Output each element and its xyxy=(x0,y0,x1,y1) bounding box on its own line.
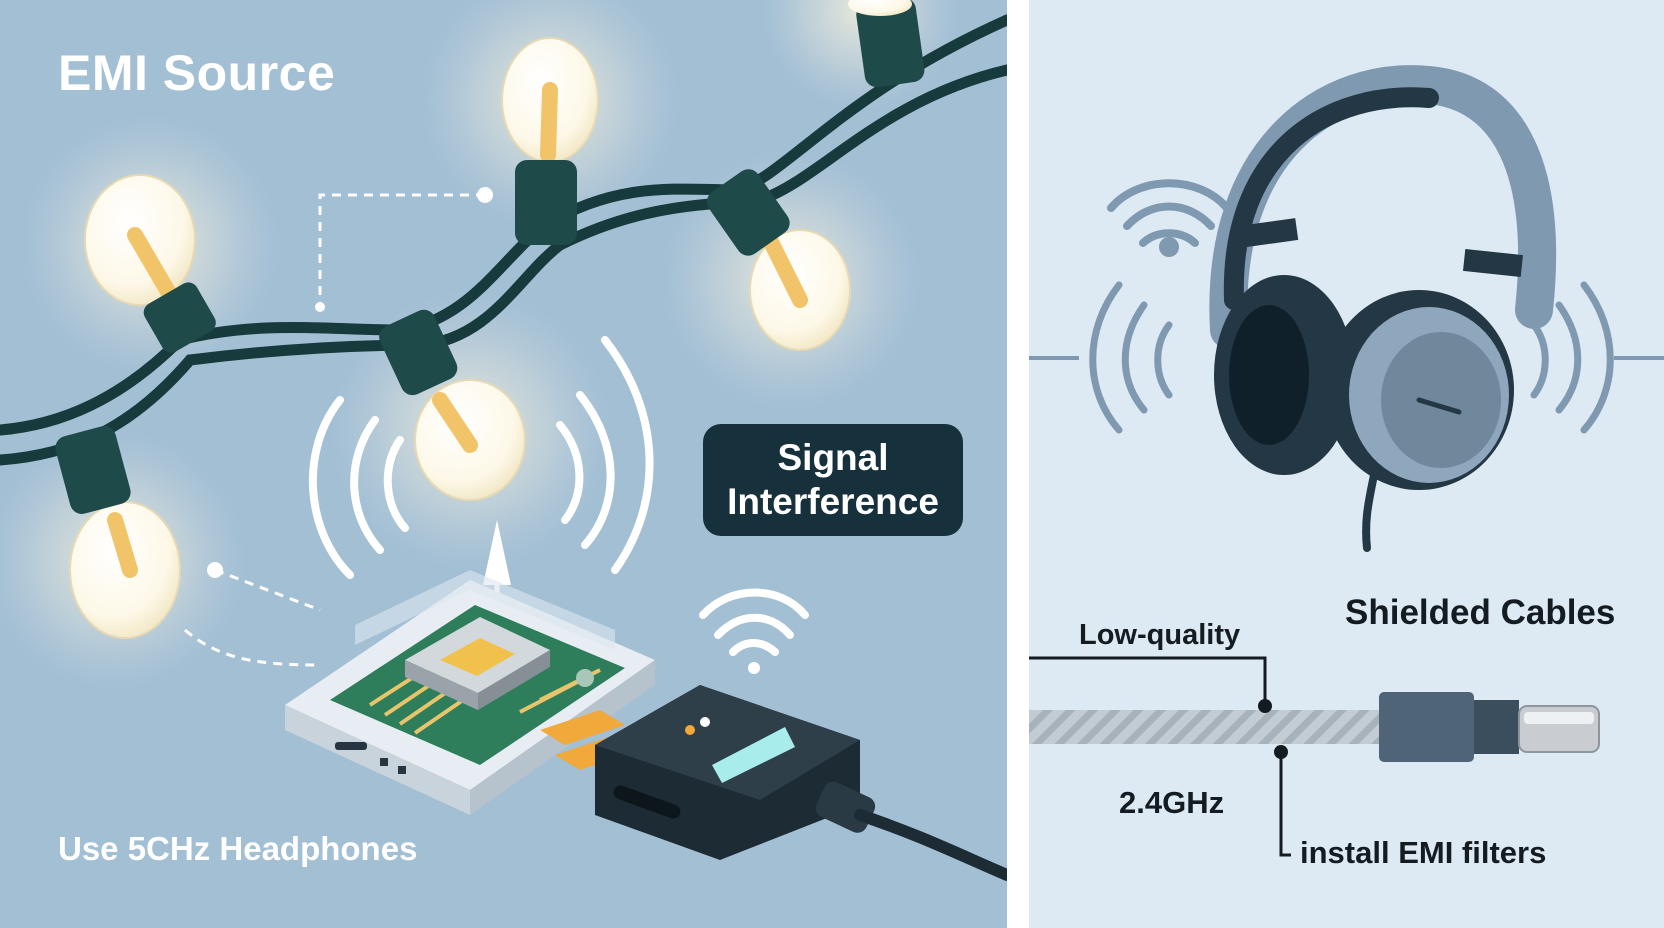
usb-dongle-device xyxy=(595,685,1007,881)
bulb-top-left xyxy=(84,174,216,353)
bulb-top-right xyxy=(848,0,925,88)
headphones-cable-illustration xyxy=(1029,0,1664,928)
wifi-icon xyxy=(699,588,809,674)
emi-source-title: EMI Source xyxy=(58,45,336,101)
right-background xyxy=(1029,0,1664,928)
bulb-center xyxy=(379,309,526,501)
headphones-shielding-panel: Shielded Cables Low-quality 2.4GHz insta… xyxy=(1029,0,1664,928)
shielded-cables-label: Shielded Cables xyxy=(1345,593,1616,632)
low-quality-label: Low-quality xyxy=(1079,619,1241,651)
headphones-icon xyxy=(1209,65,1556,552)
light-string-wires xyxy=(0,14,1007,466)
emi-filter-label: install EMI filters xyxy=(1300,835,1547,870)
wifi-icon-small xyxy=(1107,179,1231,257)
shielded-cable xyxy=(1029,692,1600,762)
bulb-top-center xyxy=(501,37,599,245)
router-circuit-board xyxy=(285,570,655,815)
emi-scene-illustration xyxy=(0,0,1007,928)
headphones-tip-label: Use 5СHz Headphones xyxy=(58,830,418,867)
dashed-connectors xyxy=(184,193,485,667)
interference-waves xyxy=(308,336,654,579)
badge-line-signal: Signal xyxy=(777,437,889,478)
badge-line-interference: Interference xyxy=(727,481,939,522)
connector-dots xyxy=(207,187,493,578)
frequency-label: 2.4GHz xyxy=(1119,785,1225,820)
callout-dots xyxy=(1258,699,1288,759)
emi-source-panel: EMI Source Signal Interference Use 5СHz … xyxy=(0,0,1007,928)
sound-waves xyxy=(1089,281,1614,434)
bulb-right xyxy=(706,169,851,351)
panel-divider xyxy=(1007,0,1029,928)
bulb-lower-left xyxy=(55,426,181,639)
callout-lines xyxy=(1029,656,1291,857)
signal-interference-badge: Signal Interference xyxy=(703,424,963,536)
